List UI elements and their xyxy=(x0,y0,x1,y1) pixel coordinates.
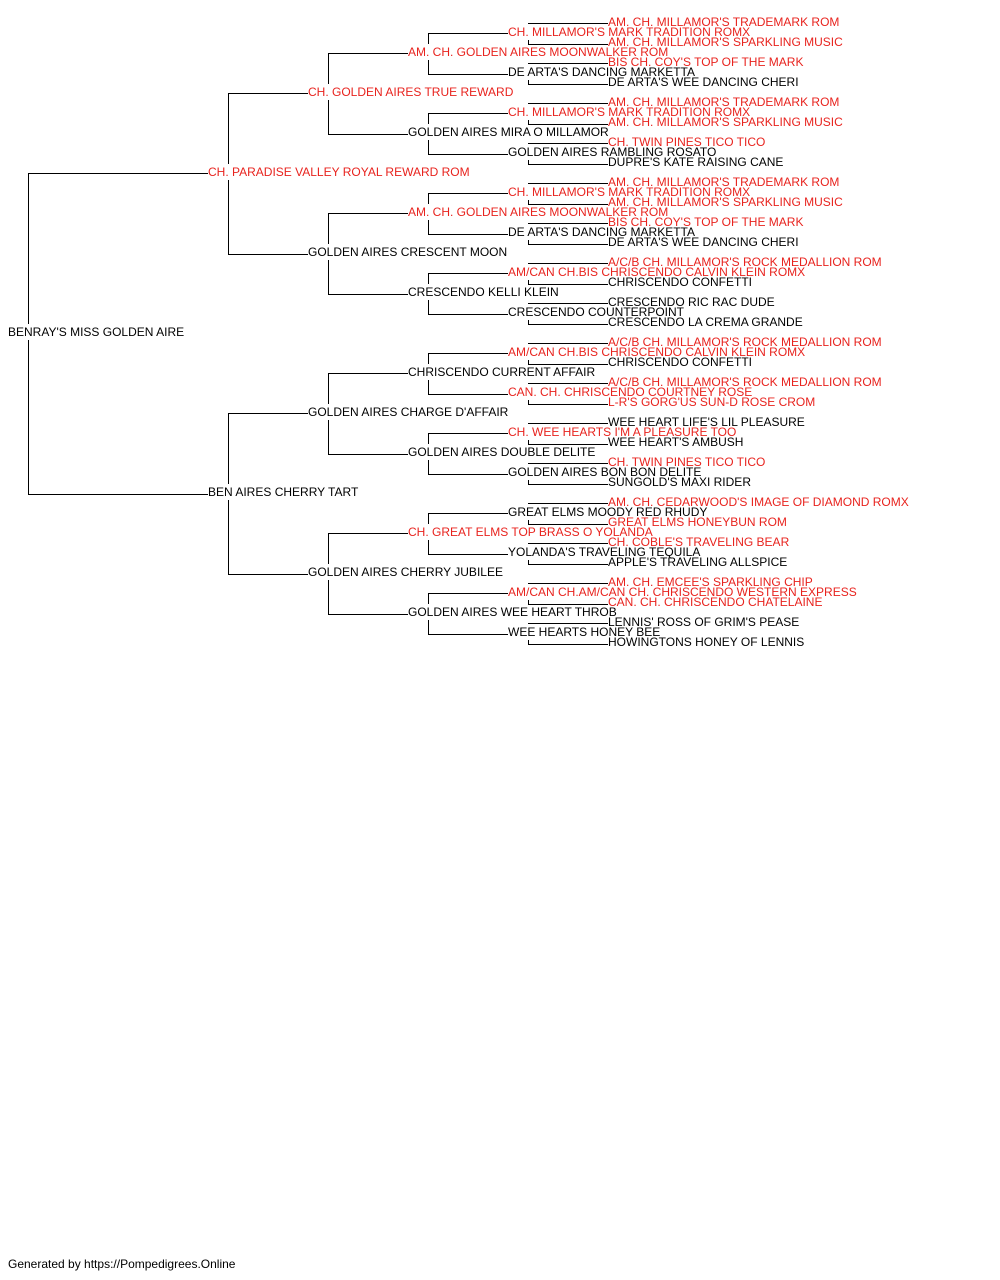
ancestor-name: CRESCENDO COUNTERPOINT xyxy=(508,305,685,319)
ancestor-name: GOLDEN AIRES MIRA O MILLAMOR xyxy=(408,125,609,139)
ancestor-name: DE ARTA'S WEE DANCING CHERI xyxy=(608,75,799,89)
ancestor-name: AM. CH. MILLAMOR'S TRADEMARK ROM xyxy=(608,15,840,29)
ancestor-name: AM. CH. MILLAMOR'S SPARKLING MUSIC xyxy=(608,35,843,49)
ancestor-name: BIS CH. COY'S TOP OF THE MARK xyxy=(608,55,804,69)
ancestor-name: GOLDEN AIRES WEE HEART THROB xyxy=(408,605,617,619)
ancestor-name: L-R'S GORG'US SUN-D ROSE CROM xyxy=(608,395,816,409)
ancestor-name: CH. GREAT ELMS TOP BRASS O YOLANDA xyxy=(408,525,653,539)
ancestor-name: CRESCENDO KELLI KLEIN xyxy=(408,285,559,299)
ancestor-name: CRESCENDO RIC RAC DUDE xyxy=(608,295,775,309)
subject-dog-name: BENRAY'S MISS GOLDEN AIRE xyxy=(8,325,185,339)
ancestor-name: AM. CH. MILLAMOR'S TRADEMARK ROM xyxy=(608,95,840,109)
ancestor-name: A/C/B CH. MILLAMOR'S ROCK MEDALLION ROM xyxy=(608,335,882,349)
ancestor-name: AM. CH. MILLAMOR'S SPARKLING MUSIC xyxy=(608,195,843,209)
ancestor-name: HOWINGTONS HONEY OF LENNIS xyxy=(608,635,805,649)
ancestor-name: GOLDEN AIRES BON BON DELITE xyxy=(508,465,702,479)
ancestor-name: GREAT ELMS MOODY RED RHUDY xyxy=(508,505,708,519)
ancestor-name: CH. TWIN PINES TICO TICO xyxy=(608,135,766,149)
ancestor-name: WEE HEART'S AMBUSH xyxy=(608,435,744,449)
ancestor-name: GOLDEN AIRES CRESCENT MOON xyxy=(308,245,508,259)
ancestor-name: DE ARTA'S WEE DANCING CHERI xyxy=(608,235,799,249)
ancestor-name: GOLDEN AIRES RAMBLING ROSATO xyxy=(508,145,717,159)
ancestor-name: WEE HEARTS HONEY BEE xyxy=(508,625,661,639)
ancestor-name: CH. PARADISE VALLEY ROYAL REWARD ROM xyxy=(208,165,470,179)
ancestor-name: GREAT ELMS HONEYBUN ROM xyxy=(608,515,787,529)
ancestor-name: CH. MILLAMOR'S MARK TRADITION ROMX xyxy=(508,185,751,199)
ancestor-name: A/C/B CH. MILLAMOR'S ROCK MEDALLION ROM xyxy=(608,255,882,269)
ancestor-name: AM. CH. GOLDEN AIRES MOONWALKER ROM xyxy=(408,205,669,219)
ancestor-name: CH. MILLAMOR'S MARK TRADITION ROMX xyxy=(508,25,751,39)
ancestor-name: AM. CH. CEDARWOOD'S IMAGE OF DIAMOND ROM… xyxy=(608,495,909,509)
ancestor-name: CH. MILLAMOR'S MARK TRADITION ROMX xyxy=(508,105,751,119)
ancestor-name: CAN. CH. CHRISCENDO CHATELAINE xyxy=(608,595,823,609)
ancestor-name: APPLE'S TRAVELING ALLSPICE xyxy=(608,555,788,569)
ancestor-name: AM. CH. EMCEE'S SPARKLING CHIP xyxy=(608,575,813,589)
ancestor-name: BIS CH. COY'S TOP OF THE MARK xyxy=(608,215,804,229)
ancestor-name: AM. CH. MILLAMOR'S TRADEMARK ROM xyxy=(608,175,840,189)
ancestor-name: AM/CAN CH.AM/CAN CH. CHRISCENDO WESTERN … xyxy=(508,585,857,599)
ancestor-name: LENNIS' ROSS OF GRIM'S PEASE xyxy=(608,615,800,629)
generated-by-footer: Generated by https://Pompedigrees.Online xyxy=(8,1257,236,1271)
ancestor-name: GOLDEN AIRES CHERRY JUBILEE xyxy=(308,565,503,579)
ancestor-name: AM/CAN CH.BIS CHRISCENDO CALVIN KLEIN RO… xyxy=(508,345,806,359)
ancestor-name: CH. COBLE'S TRAVELING BEAR xyxy=(608,535,790,549)
ancestor-name: YOLANDA'S TRAVELING TEQUILA xyxy=(508,545,701,559)
ancestor-name: CRESCENDO LA CREMA GRANDE xyxy=(608,315,803,329)
ancestor-name: A/C/B CH. MILLAMOR'S ROCK MEDALLION ROM xyxy=(608,375,882,389)
ancestor-name: GOLDEN AIRES CHARGE D'AFFAIR xyxy=(308,405,509,419)
ancestor-name: DUPRE'S KATE RAISING CANE xyxy=(608,155,784,169)
ancestor-name: AM/CAN CH.BIS CHRISCENDO CALVIN KLEIN RO… xyxy=(508,265,806,279)
ancestor-name: CH. TWIN PINES TICO TICO xyxy=(608,455,766,469)
ancestor-name: CHRISCENDO CONFETTI xyxy=(608,275,752,289)
ancestor-name: DE ARTA'S DANCING MARKETTA xyxy=(508,225,695,239)
ancestor-name: CAN. CH. CHRISCENDO COURTNEY ROSE xyxy=(508,385,753,399)
ancestor-name: CHRISCENDO CONFETTI xyxy=(608,355,752,369)
ancestor-name: CHRISCENDO CURRENT AFFAIR xyxy=(408,365,596,379)
ancestor-name: SUNGOLD'S MAXI RIDER xyxy=(608,475,751,489)
ancestor-name: CH. WEE HEARTS I'M A PLEASURE TOO xyxy=(508,425,737,439)
ancestor-name: AM. CH. MILLAMOR'S SPARKLING MUSIC xyxy=(608,115,843,129)
ancestor-name: WEE HEART LIFE'S LIL PLEASURE xyxy=(608,415,805,429)
ancestor-name: CH. GOLDEN AIRES TRUE REWARD xyxy=(308,85,514,99)
ancestor-name: AM. CH. GOLDEN AIRES MOONWALKER ROM xyxy=(408,45,669,59)
ancestor-name: BEN AIRES CHERRY TART xyxy=(208,485,359,499)
ancestor-name: GOLDEN AIRES DOUBLE DELITE xyxy=(408,445,596,459)
ancestor-name: DE ARTA'S DANCING MARKETTA xyxy=(508,65,695,79)
